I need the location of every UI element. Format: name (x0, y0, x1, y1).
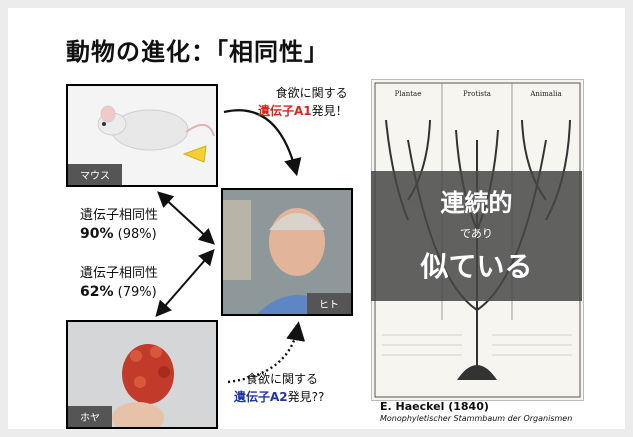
gene-a2: 遺伝子A2 (234, 390, 288, 404)
human-label: ヒト (307, 293, 351, 314)
note-bottom-suffix: 発見?? (287, 390, 325, 404)
note-top: 食欲に関する 遺伝子A1発見！ (258, 84, 348, 120)
mouse-label: マウス (68, 164, 122, 185)
gene-a1: 遺伝子A1 (258, 104, 312, 118)
overlay-line2: であり (460, 227, 493, 240)
tree-heading-animalia: Animalia (529, 90, 561, 98)
ascidian-photo: ホヤ (66, 320, 218, 429)
double-arrow-mouse-human (157, 191, 215, 245)
stat1-label: 遺伝子相同性 (80, 208, 159, 223)
curved-arrow-top (223, 109, 302, 177)
note-top-suffix: 発見！ (311, 104, 348, 118)
tree-overlay: 連続的 であり 似ている (371, 171, 582, 301)
stat1-value: 90% (80, 226, 114, 242)
slide: 動物の進化：「相同性」 マウス ヒト (8, 8, 625, 429)
credit-subtitle: Monophyletischer Stammbaum der Organisme… (380, 414, 573, 423)
stat2-label: 遺伝子相同性 (80, 266, 159, 281)
note-top-line1: 食欲に関する (275, 86, 348, 100)
stat-mouse-human: 遺伝子相同性 90% (98%) (80, 206, 158, 244)
stat1-paren: (98%) (113, 227, 157, 242)
arrows-layer (155, 109, 306, 384)
stat2-paren: (79%) (113, 285, 157, 300)
slide-title: 動物の進化：「相同性」 (66, 38, 329, 66)
credit: E. Haeckel (1840) (380, 400, 489, 413)
tree-heading-plantae: Plantae (395, 90, 422, 98)
human-photo: ヒト (221, 188, 353, 316)
overlay-line1: 連続的 (440, 189, 513, 217)
tree-heading-protista: Protista (463, 90, 491, 98)
note-bottom: 食欲に関する 遺伝子A2発見?? (234, 370, 324, 406)
stat2-value: 62% (80, 284, 114, 300)
mouse-illustration (97, 105, 215, 163)
ascidian-label: ホヤ (68, 406, 112, 427)
double-arrow-human-ascidian (155, 248, 215, 318)
stat-human-ascidian: 遺伝子相同性 62% (79%) (80, 264, 158, 302)
overlay-line3: 似ている (420, 250, 533, 283)
mouse-photo: マウス (66, 84, 218, 187)
note-bottom-line1: 食欲に関する (246, 372, 319, 386)
